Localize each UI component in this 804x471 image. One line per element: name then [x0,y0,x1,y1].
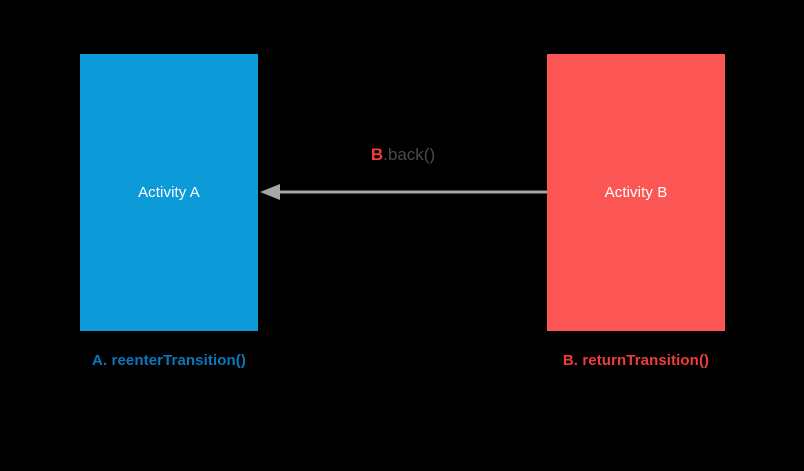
arrow-icon [260,184,547,200]
activity-b-box: Activity B [547,54,725,331]
activity-a-box: Activity A [80,54,258,331]
arrow-label-accent: B [370,145,384,164]
activity-a-label: Activity A [138,184,200,201]
back-arrow [258,176,547,208]
activity-b-caption: B. returnTransition() [562,352,710,369]
activity-a-caption: A. reenterTransition() [92,352,246,369]
arrow-head [260,184,280,200]
activity-b-label: Activity B [604,184,668,201]
arrow-label-rest: .back() [383,145,436,164]
arrow-label: B.back() [243,146,563,163]
